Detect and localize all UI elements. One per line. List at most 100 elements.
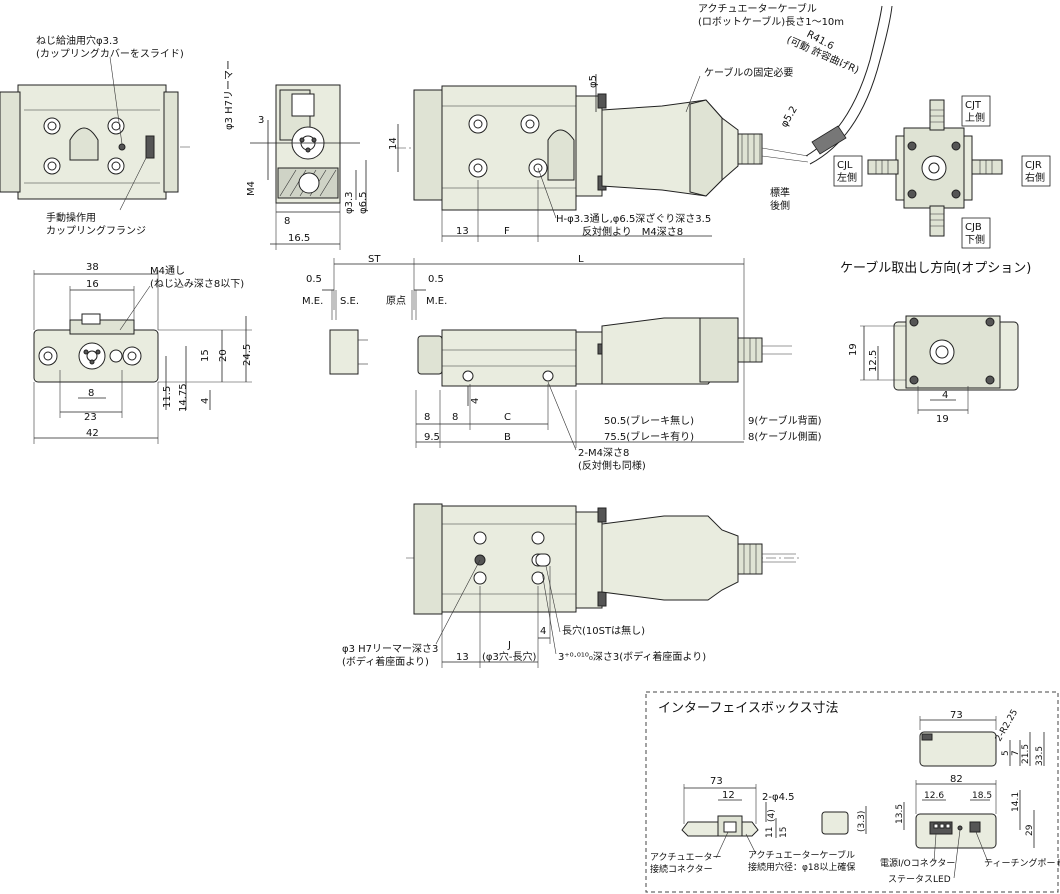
interface-box-title: インターフェイスボックス寸法 xyxy=(658,701,838,716)
dim-l: L xyxy=(578,254,584,265)
origin-label: 原点 xyxy=(386,295,406,307)
dim-38: 38 xyxy=(86,262,99,273)
ib-dim-13-5: 13.5 xyxy=(895,804,905,824)
bottom-view xyxy=(406,503,800,668)
option-front-view xyxy=(860,315,1019,414)
cjb-side: 下側 xyxy=(965,233,985,246)
status-led: ステータスLED xyxy=(888,874,951,885)
dim-23: 23 xyxy=(84,412,97,423)
top-view xyxy=(0,56,190,211)
dim-0-5-b: 0.5 xyxy=(428,274,444,285)
ib-dim-r: 2-R2.25 xyxy=(994,708,1020,744)
ib-dim-5: 5 xyxy=(1001,750,1011,756)
ib-dim-14-1: 14.1 xyxy=(1011,792,1021,812)
dim-4-bottom: 4 xyxy=(540,626,546,637)
dim-f: F xyxy=(504,226,510,237)
front-view xyxy=(33,270,252,444)
oil-hole-label-2: (カップリングカバーをスライド) xyxy=(36,47,184,60)
dim-16-5: 16.5 xyxy=(288,233,310,244)
dim-phi6-5: φ6.5 xyxy=(358,192,369,215)
dim-16: 16 xyxy=(86,279,99,290)
dim-8: 8 xyxy=(284,216,290,227)
ib-dim-phi4-5: 2-φ4.5 xyxy=(762,792,794,803)
cable-direction-diagram xyxy=(833,95,1051,249)
dim-phi3-3: φ3.3 xyxy=(344,192,355,215)
cable-side: 8(ケーブル側面) xyxy=(748,430,822,443)
oil-hole-label-1: ねじ給油用穴φ3.3 xyxy=(36,34,119,47)
m4-depth-note-1: 2-M4深さ8 xyxy=(578,447,629,459)
dim-14-75: 14.75 xyxy=(178,383,189,412)
ib-dim-18-5: 18.5 xyxy=(972,791,992,801)
se-label: S.E. xyxy=(340,296,359,307)
dim-phi5-2: φ5.2 xyxy=(779,105,800,130)
hole-note-2: 反対側より M4深さ8 xyxy=(582,225,683,238)
teaching-port: ティーチングポート xyxy=(984,857,1060,869)
dim-j-note: (φ3穴-長穴) xyxy=(482,650,536,663)
length-no-brake: 50.5(ブレーキ無し) xyxy=(604,414,694,427)
slot-depth-note: 3⁺⁰·⁰¹⁰₀深さ3(ボディ着座面より) xyxy=(558,650,706,663)
cjr-side: 右側 xyxy=(1025,171,1045,184)
cjb-label: CJB xyxy=(965,222,982,233)
actuator-connector-1: アクチュエーター xyxy=(650,852,722,863)
reamer-label: φ3 H7リーマー xyxy=(224,60,235,130)
dim-19-vert: 19 xyxy=(848,343,859,356)
m4-note-2: (ねじ込み深さ8以下) xyxy=(150,278,244,290)
dim-8-b: 8 xyxy=(452,412,458,423)
dim-20: 20 xyxy=(218,349,229,362)
ib-dim-82: 82 xyxy=(950,774,963,785)
ib-dim-33-5: 33.5 xyxy=(1035,746,1045,766)
dim-15: 15 xyxy=(200,349,211,362)
dim-11-5: 11.5 xyxy=(162,386,173,408)
dim-4-side: 4 xyxy=(470,398,481,404)
length-brake: 75.5(ブレーキ有り) xyxy=(604,430,694,443)
power-io-connector: 電源I/Oコネクター xyxy=(880,858,955,869)
dim-14: 14 xyxy=(388,137,399,150)
m4-note-1: M4通し xyxy=(150,265,185,277)
dim-24-5: 24.5 xyxy=(242,344,253,366)
standard-label-2: 後側 xyxy=(770,199,790,212)
dim-phi5: φ5 xyxy=(588,75,599,88)
dim-j: J xyxy=(507,640,511,651)
ib-dim-4p: (4) xyxy=(767,809,777,822)
actuator-connector-2: 接続コネクター xyxy=(650,863,713,875)
cable-hole-2: 接続用穴径：φ18以上確保 xyxy=(748,861,855,873)
dim-19-horiz: 19 xyxy=(936,414,949,425)
ib-dim-3-3: (3.3) xyxy=(857,811,867,832)
dim-8-a: 8 xyxy=(424,412,430,423)
dim-13-bottom: 13 xyxy=(456,652,469,663)
standard-label-1: 標準 xyxy=(770,186,790,199)
dim-8-front: 8 xyxy=(88,388,94,399)
actuator-cable-label-2: (ロボットケーブル)長さ1～10m xyxy=(698,15,844,28)
manual-flange-label-2: カップリングフランジ xyxy=(46,224,146,237)
dim-42: 42 xyxy=(86,428,99,439)
me-label-a: M.E. xyxy=(302,296,323,307)
cjl-side: 左側 xyxy=(837,171,857,184)
dim-4-front: 4 xyxy=(200,398,211,404)
side-top-view xyxy=(396,5,893,242)
dim-13: 13 xyxy=(456,226,469,237)
ib-dim-21-5: 21.5 xyxy=(1021,744,1031,764)
reamer-depth-1: φ3 H7リーマー深さ3 xyxy=(342,643,438,655)
me-label-b: M.E. xyxy=(426,296,447,307)
dim-st: ST xyxy=(368,254,381,265)
dim-c: C xyxy=(504,412,511,423)
cable-back: 9(ケーブル背面) xyxy=(748,414,822,427)
dim-9-5: 9.5 xyxy=(424,432,440,443)
cjr-label: CJR xyxy=(1025,160,1042,171)
interface-box-frame xyxy=(645,691,1059,893)
ib-dim-73-b: 73 xyxy=(710,776,723,787)
dim-m4: M4 xyxy=(246,181,257,196)
ib-dim-73-a: 73 xyxy=(950,710,963,721)
m4-depth-note-2: (反対側も同様) xyxy=(578,459,646,472)
ib-dim-15: 15 xyxy=(779,827,789,838)
ib-dim-12: 12 xyxy=(722,790,735,801)
ib-dim-12-6: 12.6 xyxy=(924,791,944,801)
cable-direction-title: ケーブル取出し方向(オプション) xyxy=(840,260,1031,276)
cjt-label: CJT xyxy=(965,100,982,111)
slot-note: 長穴(10STは無し) xyxy=(562,624,645,637)
dim-0-5-a: 0.5 xyxy=(306,274,322,285)
dim-b: B xyxy=(504,432,511,443)
cable-hole-1: アクチュエーターケーブル xyxy=(748,849,855,861)
cjt-side: 上側 xyxy=(965,111,985,124)
